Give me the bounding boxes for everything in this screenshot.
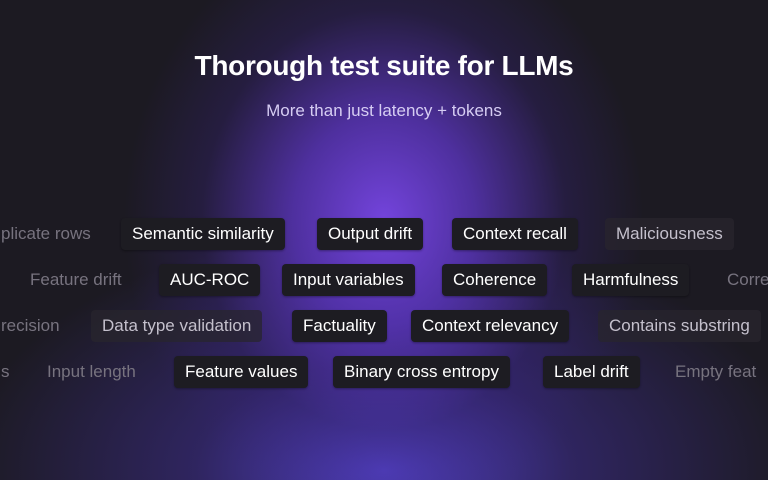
tag-chip: Feature values: [174, 356, 309, 388]
tag-chip: s: [1, 362, 10, 381]
page-subtitle: More than just latency + tokens: [266, 101, 502, 120]
tag-chip: Binary cross entropy: [333, 356, 510, 388]
tag-chip: Empty feat: [675, 362, 757, 381]
tag-chip: Feature drift: [30, 270, 122, 289]
tag-chip: Input length: [47, 362, 136, 381]
tag-chip: plicate rows: [1, 224, 91, 243]
tag-chip: Semantic similarity: [121, 218, 285, 250]
tag-chip: Factuality: [292, 310, 387, 342]
tag-chip: Input variables: [282, 264, 415, 296]
tag-chip: Harmfulness: [572, 264, 690, 296]
tag-chip: AUC-ROC: [159, 264, 261, 296]
tag-chip: recision: [1, 316, 60, 335]
page-title: Thorough test suite for LLMs: [194, 50, 574, 81]
tag-chip: Contains substring: [598, 310, 761, 342]
tag-chip: Corre: [727, 270, 768, 289]
tag-chip: Label drift: [543, 356, 640, 388]
tag-chip: Data type validation: [91, 310, 263, 342]
tag-chip: Coherence: [442, 264, 548, 296]
tag-chip: Maliciousness: [605, 218, 734, 250]
tag-chip: Output drift: [317, 218, 424, 250]
hero-header: Thorough test suite for LLMs More than j…: [0, 48, 768, 122]
tag-chip: Context relevancy: [411, 310, 570, 342]
tag-chip: Context recall: [452, 218, 578, 250]
